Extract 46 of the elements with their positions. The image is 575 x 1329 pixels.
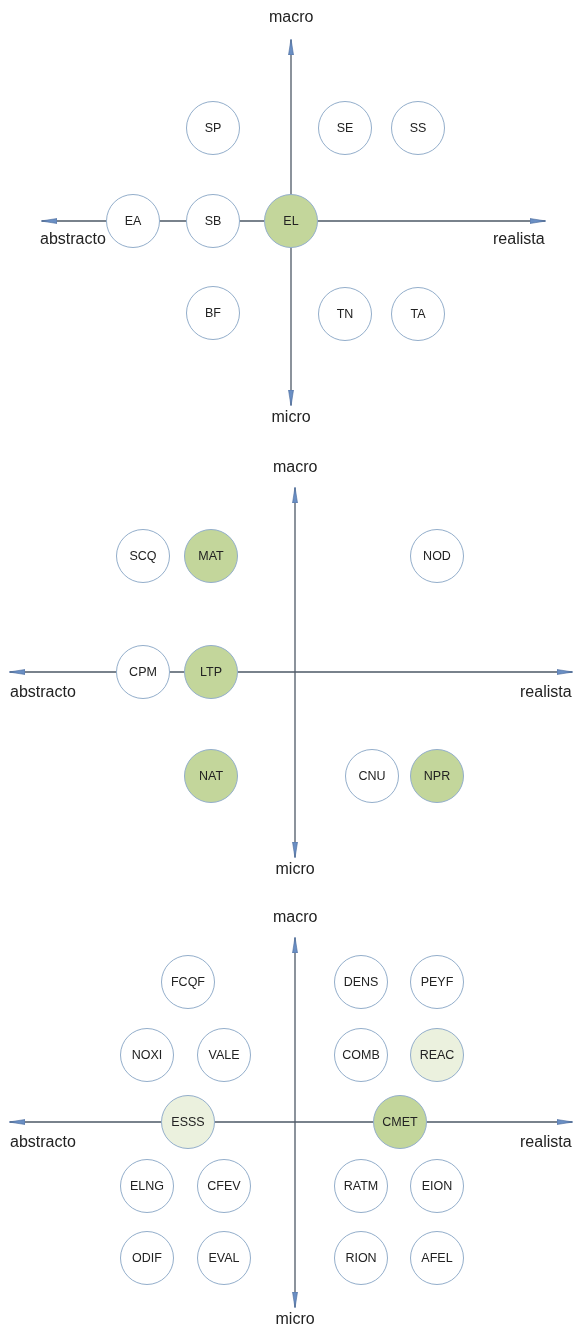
concept-circle: BF <box>186 286 240 340</box>
concept-circle: ELNG <box>120 1159 174 1213</box>
axis-label-top: macro <box>273 458 318 476</box>
axis-label-right: realista <box>520 1133 572 1151</box>
concept-circle: NOD <box>410 529 464 583</box>
concept-circle: RATM <box>334 1159 388 1213</box>
concept-circle: TA <box>391 287 445 341</box>
concept-circle: SS <box>391 101 445 155</box>
axis-label-right: realista <box>493 230 545 248</box>
concept-circle: CNU <box>345 749 399 803</box>
concept-circle: NPR <box>410 749 464 803</box>
axis-label-bottom: micro <box>275 1310 315 1328</box>
concept-circle: ESSS <box>161 1095 215 1149</box>
axis-label-top: macro <box>273 908 318 926</box>
concept-circle: RION <box>334 1231 388 1285</box>
axis-label-left: abstracto <box>10 683 76 701</box>
concept-circle: FCQF <box>161 955 215 1009</box>
concept-circle: TN <box>318 287 372 341</box>
concept-circle: EION <box>410 1159 464 1213</box>
concept-circle: VALE <box>197 1028 251 1082</box>
concept-circle: NOXI <box>120 1028 174 1082</box>
concept-circle: DENS <box>334 955 388 1009</box>
concept-circle: AFEL <box>410 1231 464 1285</box>
concept-circle: MAT <box>184 529 238 583</box>
concept-circle: LTP <box>184 645 238 699</box>
concept-circle: SP <box>186 101 240 155</box>
concept-circle: EA <box>106 194 160 248</box>
concept-circle: NAT <box>184 749 238 803</box>
concept-circle: EL <box>264 194 318 248</box>
axis-label-top: macro <box>269 8 314 26</box>
axis-label-right: realista <box>520 683 572 701</box>
concept-circle: SB <box>186 194 240 248</box>
concept-circle: CPM <box>116 645 170 699</box>
concept-circle: CFEV <box>197 1159 251 1213</box>
concept-circle: REAC <box>410 1028 464 1082</box>
concept-circle: CMET <box>373 1095 427 1149</box>
concept-circle: SE <box>318 101 372 155</box>
concept-circle: COMB <box>334 1028 388 1082</box>
axis-label-bottom: micro <box>275 860 315 878</box>
concept-circle: EVAL <box>197 1231 251 1285</box>
axis-label-bottom: micro <box>271 408 311 426</box>
axis-label-left: abstracto <box>10 1133 76 1151</box>
concept-circle: SCQ <box>116 529 170 583</box>
concept-circle: ODIF <box>120 1231 174 1285</box>
axis-label-left: abstracto <box>40 230 106 248</box>
concept-circle: PEYF <box>410 955 464 1009</box>
